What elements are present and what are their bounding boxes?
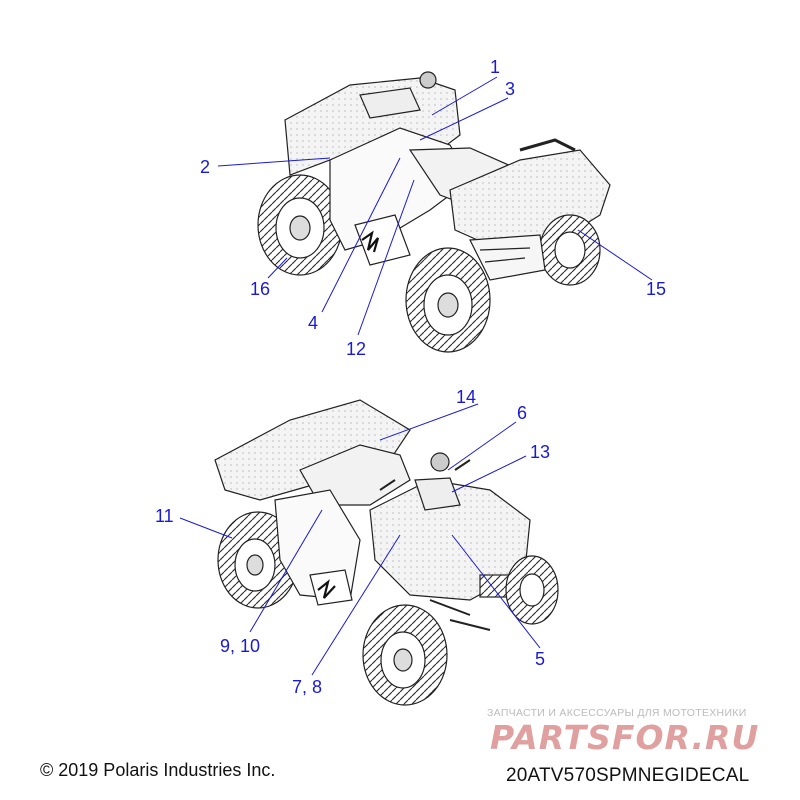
callout-3[interactable]: 3	[505, 79, 516, 99]
callout-7-8[interactable]: 7, 8	[292, 677, 323, 697]
leader-16	[267, 257, 288, 279]
copyright-notice: © 2019 Polaris Industries Inc.	[40, 760, 276, 780]
callout-4[interactable]: 4	[308, 313, 319, 333]
wheel-front-left-bottom	[362, 604, 448, 706]
leader-14	[379, 403, 479, 441]
handlebar-pod	[359, 87, 421, 119]
watermark-tagline: ЗАПЧАСТИ И АКСЕССУАРЫ ДЛЯ МОТОТЕХНИКИ	[487, 707, 747, 719]
leader-11	[179, 517, 233, 539]
grille	[479, 574, 511, 598]
callout-9-10[interactable]: 9, 10	[220, 636, 261, 656]
leader-lines	[179, 76, 653, 676]
wheel-rear-left-top	[405, 247, 491, 353]
footwell	[354, 214, 411, 266]
leader-7-8	[311, 534, 401, 676]
wheel-rear-right-top	[539, 214, 601, 286]
callout-13[interactable]: 13	[530, 442, 551, 462]
callout-11[interactable]: 11	[155, 506, 174, 526]
drawing-code: 20ATV570SPMNEGIDECAL	[506, 765, 750, 786]
leader-3	[419, 97, 509, 141]
leader-13	[451, 455, 527, 493]
leader-4	[321, 157, 401, 313]
headlight-pod	[414, 477, 461, 511]
atv-front-view	[214, 399, 559, 706]
callout-6[interactable]: 6	[517, 403, 528, 423]
callout-15[interactable]: 15	[646, 279, 667, 299]
atv-rear-view	[257, 71, 611, 353]
callout-12[interactable]: 12	[346, 339, 367, 359]
wheel-front-left-top	[257, 174, 343, 276]
leader-5	[451, 534, 541, 649]
fuel-cap-bottom	[430, 452, 450, 472]
callout-2[interactable]: 2	[200, 157, 211, 177]
leader-6	[447, 421, 517, 471]
leader-1	[431, 76, 498, 116]
callout-16[interactable]: 16	[250, 279, 271, 299]
leader-9-10	[249, 509, 323, 633]
leader-15	[577, 229, 653, 281]
callout-1[interactable]: 1	[490, 57, 501, 77]
wheel-front-right-bottom	[505, 555, 559, 625]
fuel-cap	[419, 71, 437, 89]
callout-5[interactable]: 5	[535, 649, 546, 669]
watermark-logo: PARTSFOR.RU	[490, 718, 760, 757]
leader-2	[217, 157, 331, 167]
callout-14[interactable]: 14	[456, 387, 477, 407]
leader-12	[357, 179, 415, 336]
